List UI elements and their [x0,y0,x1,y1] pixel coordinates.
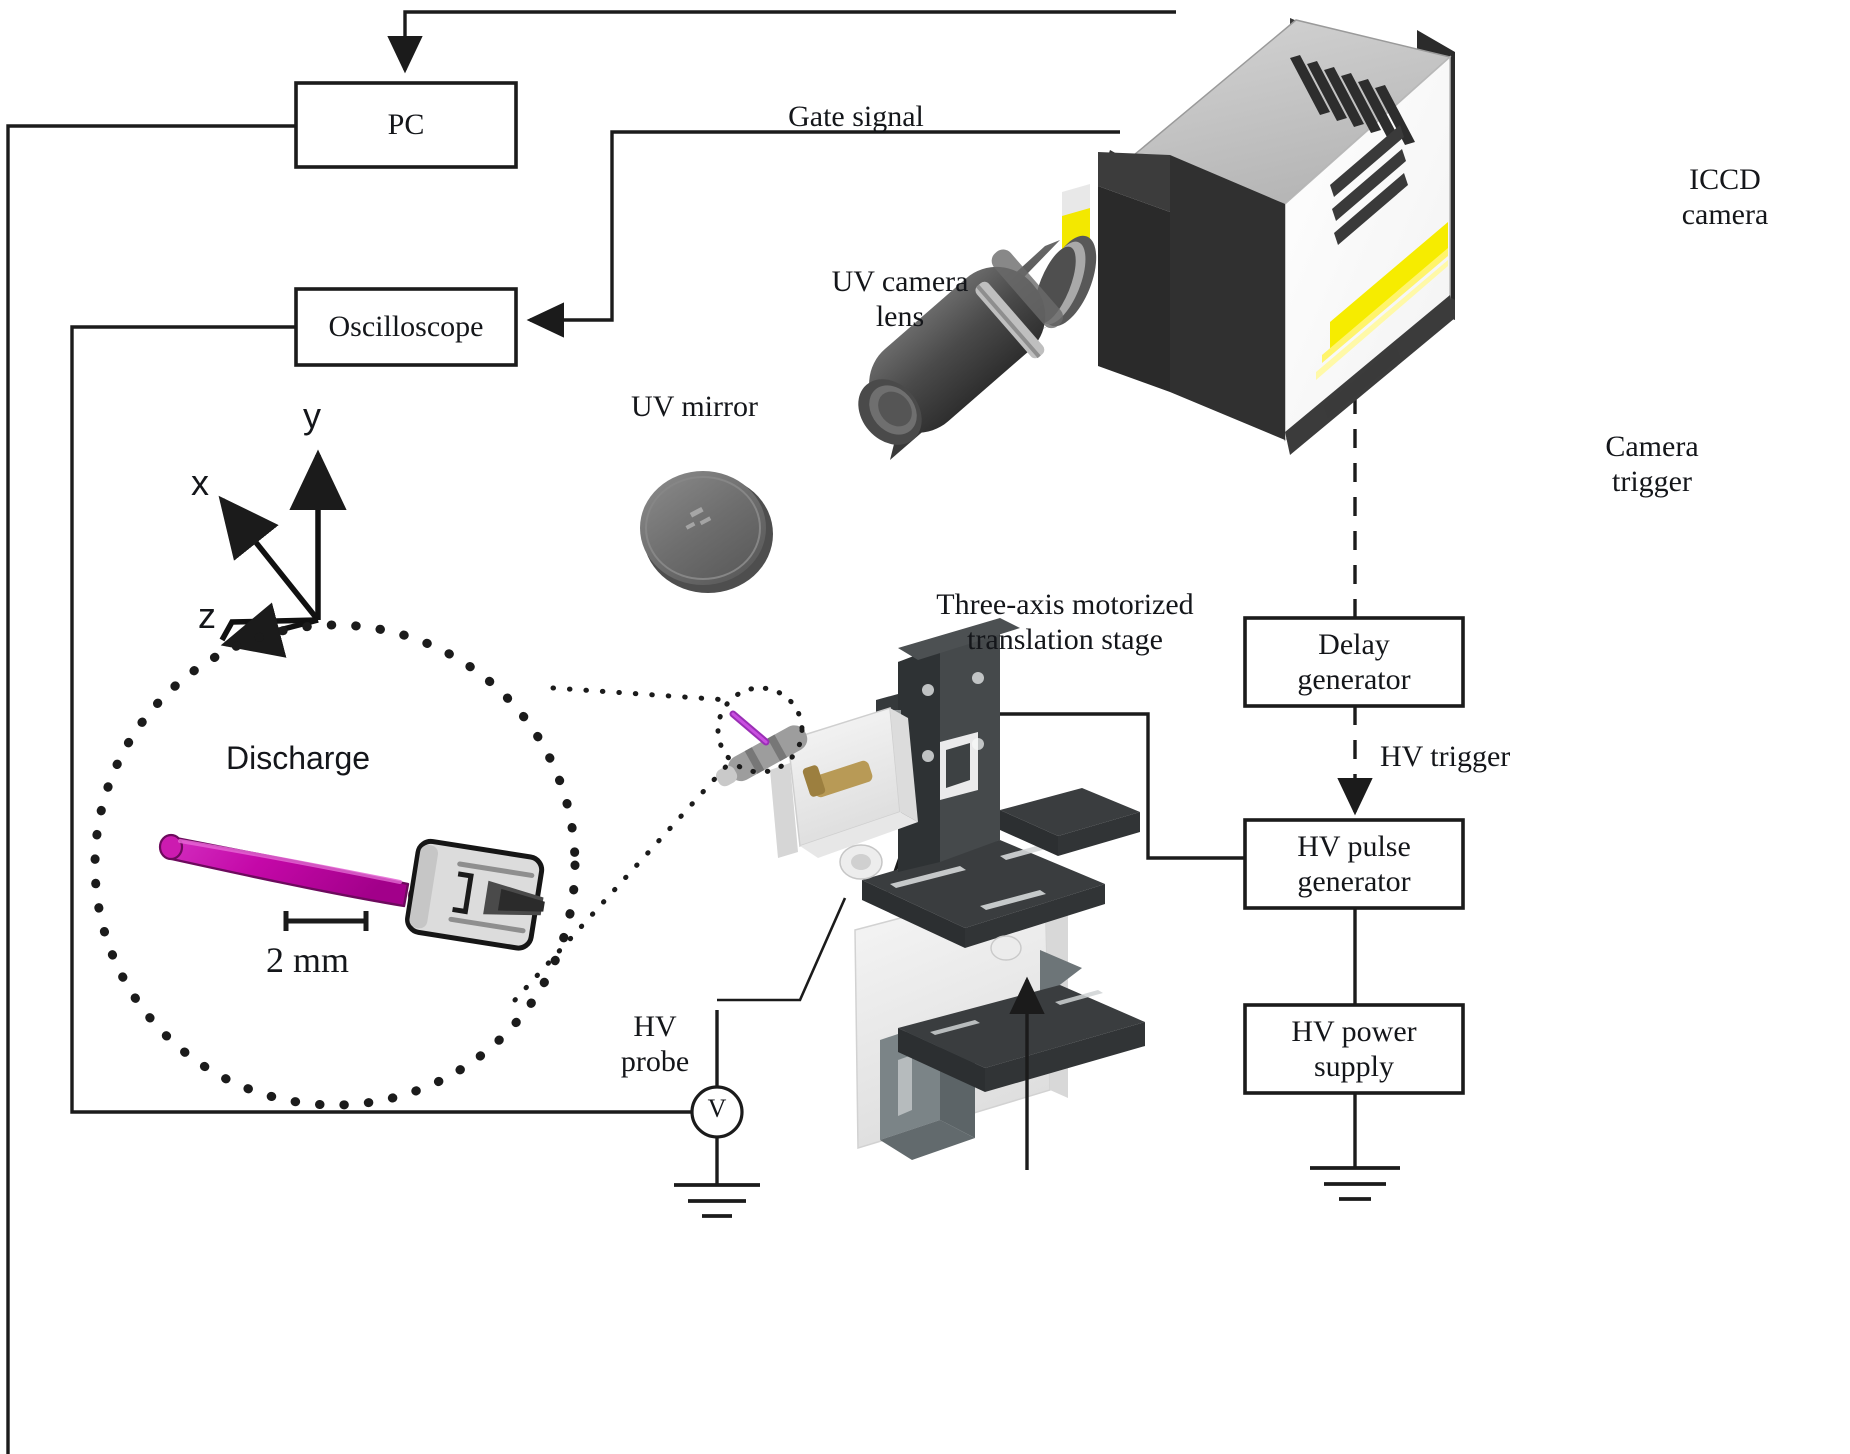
connection-oscilloscope-to-probe [70,325,692,1114]
label-uv-camera-lens: UV camera lens [831,265,969,333]
block-label-delay-generator: Delay generator [1297,627,1411,696]
ground-symbol-probe [674,1183,760,1218]
label-axis-x: x [191,462,209,503]
block-label-pc: PC [387,108,425,142]
block-label-oscilloscope: Oscilloscope [328,310,484,344]
connection-pc-to-camera [387,10,1176,74]
coordinate-axes [218,449,347,658]
nozzle-body [405,838,545,951]
box-hv-pulse [1243,818,1465,910]
label-voltmeter-symbol: V [707,1094,727,1123]
label-axis-y: y [303,395,321,436]
label-camera-trigger: Camera trigger [1605,430,1699,498]
discharge-inset [90,620,805,1110]
label-gate-signal: Gate signal [788,100,924,133]
connection-pc-left-bus [6,124,296,1454]
scale-bar [283,911,369,931]
iccd-camera-graphic [858,18,1455,460]
ground-symbol-supply [1310,1166,1400,1201]
box-pc [294,81,518,169]
label-three-axis-stage: Three-axis motorized translation stage [936,588,1194,656]
box-hv-power [1243,1003,1465,1095]
plasma-plume [158,833,452,912]
connection-gate-signal [526,130,1120,338]
block-label-hv-pulse-generator: HV pulse generator [1297,829,1411,898]
uv-mirror-graphic [640,471,773,593]
label-discharge: Discharge [225,740,371,776]
block-boxes [294,81,1465,1095]
box-oscilloscope [294,287,518,367]
label-iccd-camera: ICCD camera [1681,163,1769,231]
translation-stage-graphic [715,618,1145,1170]
plasma-jet-small [729,710,770,746]
label-scale-2mm: 2 mm [265,940,349,980]
label-hv-probe: HV probe [620,1010,690,1078]
label-hv-trigger: HV trigger [1380,740,1511,773]
hv-probe-voltmeter [690,1085,744,1139]
label-uv-mirror: UV mirror [631,390,758,423]
box-delay [1243,616,1465,708]
block-label-hv-power-supply: HV power supply [1291,1014,1417,1083]
label-axis-z: z [198,595,216,636]
